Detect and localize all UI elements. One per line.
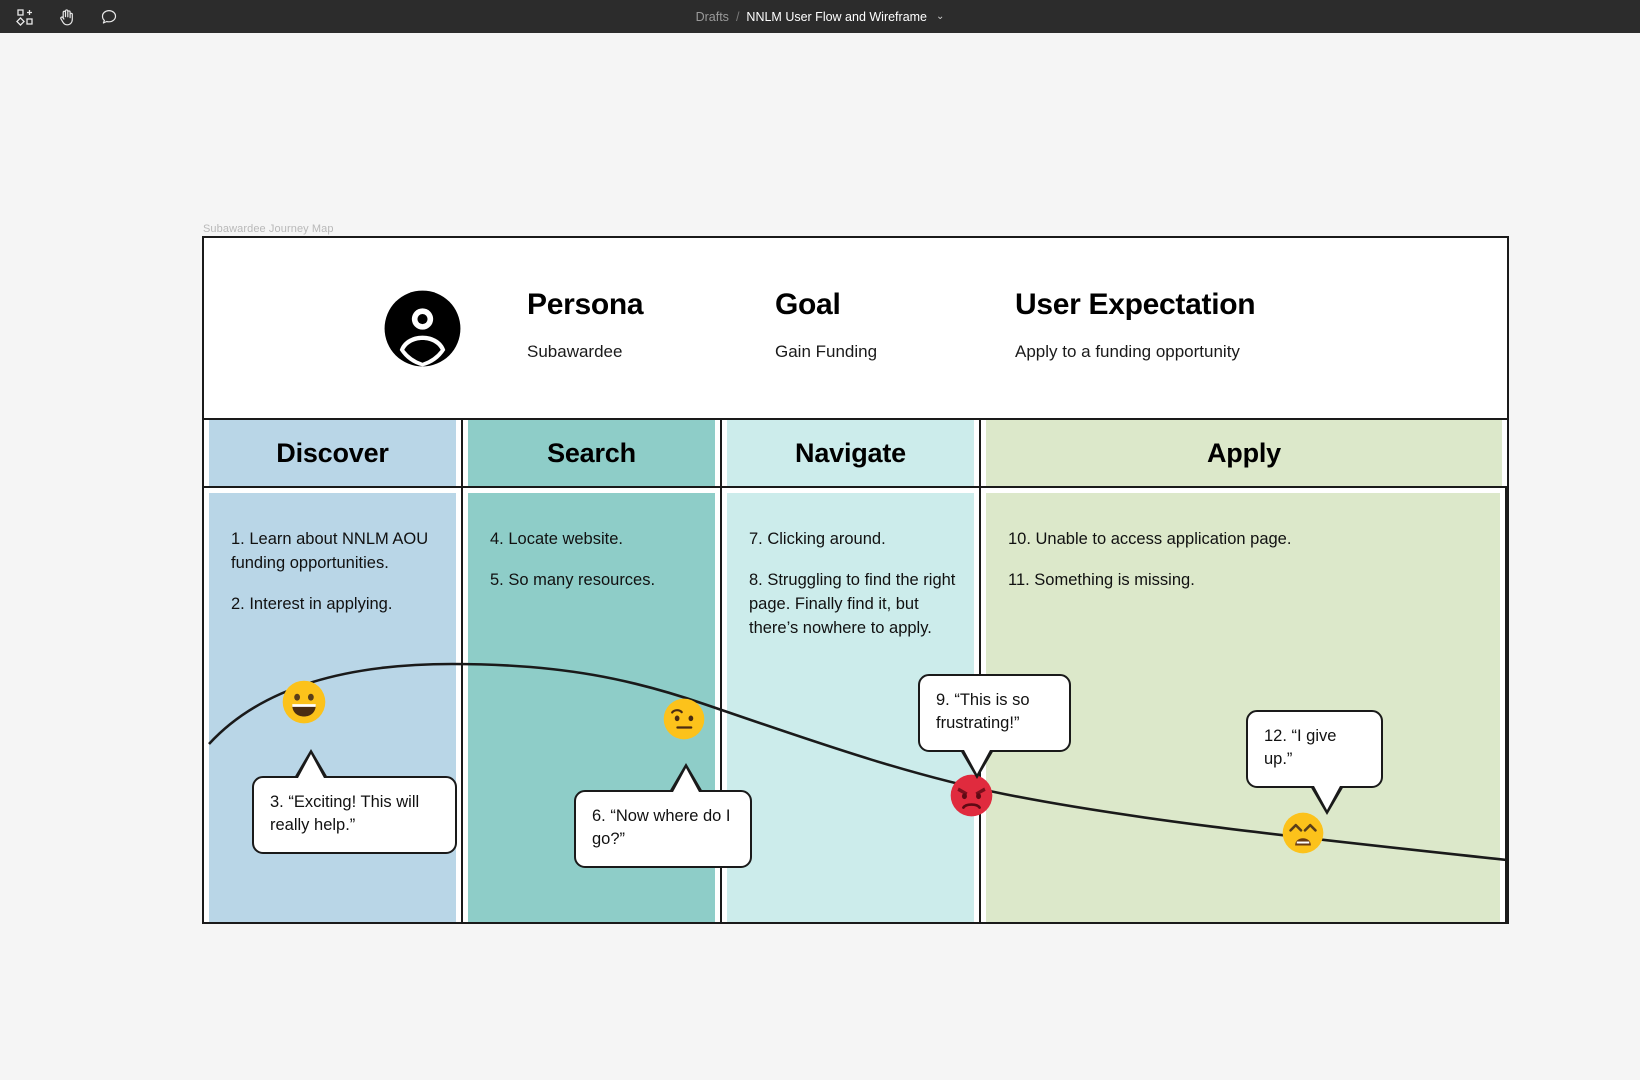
notes-apply: 10. Unable to access application page. 1… <box>981 488 1505 593</box>
stage-label-navigate: Navigate <box>795 437 906 468</box>
persona-value: Subawardee <box>527 342 623 361</box>
notes-discover: 1. Learn about NNLM AOU funding opportun… <box>204 488 461 617</box>
persona-title: Persona <box>527 288 644 321</box>
frame-label[interactable]: Subawardee Journey Map <box>203 223 334 235</box>
hand-tool-icon[interactable] <box>56 6 78 28</box>
quote-text: 12. “I give up.” <box>1264 727 1337 769</box>
bubble-tail-fill <box>964 749 990 774</box>
user-avatar-icon <box>384 290 461 366</box>
design-canvas[interactable]: Subawardee Journey Map Persona Subawarde… <box>0 33 1640 1080</box>
chevron-down-icon[interactable]: ⌄ <box>936 11 945 22</box>
stage-body-row: 1. Learn about NNLM AOU funding opportun… <box>204 488 1507 922</box>
stage-color-apply <box>986 420 1502 486</box>
bubble-tail-fill <box>673 768 699 792</box>
note-item: 7. Clicking around. <box>749 530 886 548</box>
stage-header-search[interactable]: Search <box>463 420 722 486</box>
quote-bubble-discover[interactable]: 3. “Exciting! This will really help.” <box>252 749 457 854</box>
goal-value: Gain Funding <box>775 342 878 361</box>
stage-header-navigate[interactable]: Navigate <box>722 420 981 486</box>
pouting-face-emoji <box>950 774 993 817</box>
stage-color-navigate <box>727 420 974 486</box>
app-toolbar: Drafts / NNLM User Flow and Wireframe ⌄ <box>0 0 1640 33</box>
breadcrumb-separator: / <box>735 9 740 24</box>
user-expectation-block: User Expectation Apply to a funding oppo… <box>1015 288 1256 362</box>
quote-bubble-navigate[interactable]: 9. “This is so frustrating!” <box>918 674 1071 779</box>
quote-text: 3. “Exciting! This will really help.” <box>270 793 420 835</box>
quote-bubble-search[interactable]: 6. “Now where do I go?” <box>574 763 752 868</box>
note-item: 1. Learn about NNLM AOU funding opportun… <box>231 530 429 572</box>
breadcrumb-parent[interactable]: Drafts <box>695 9 729 24</box>
stage-color-discover <box>209 420 456 486</box>
components-icon[interactable] <box>14 6 36 28</box>
user-expectation-title: User Expectation <box>1015 288 1256 321</box>
quote-bubble-apply[interactable]: 12. “I give up.” <box>1246 710 1383 815</box>
note-item: 4. Locate website. <box>490 530 623 548</box>
journey-map-frame[interactable]: Persona Subawardee Goal Gain Funding Use… <box>202 236 1509 924</box>
note-item: 2. Interest in applying. <box>231 594 393 613</box>
quote-text: 9. “This is so frustrating!” <box>936 691 1030 733</box>
toolbar-tools <box>14 6 120 28</box>
raised-eyebrow-face-emoji <box>663 698 705 740</box>
stage-label-apply: Apply <box>1206 437 1281 468</box>
note-item: 8. Struggling to find the right page. Fi… <box>749 570 956 637</box>
bubble-tail-fill <box>1314 785 1340 810</box>
persona-header-row: Persona Subawardee Goal Gain Funding Use… <box>204 238 1507 420</box>
stage-label-search: Search <box>547 437 636 468</box>
stage-header-row: Discover Search Navigate Apply <box>204 420 1507 488</box>
bubble-tail-fill <box>298 754 324 778</box>
goal-block: Goal Gain Funding <box>775 288 877 362</box>
breadcrumb: Drafts / NNLM User Flow and Wireframe ⌄ <box>0 10 1640 24</box>
persona-block: Persona Subawardee <box>527 288 644 362</box>
note-item: 5. So many resources. <box>490 570 656 589</box>
grinning-face-emoji <box>282 680 326 724</box>
stage-header-discover[interactable]: Discover <box>204 420 463 486</box>
comment-icon[interactable] <box>98 6 120 28</box>
weary-face-emoji <box>1282 812 1324 854</box>
quote-text: 6. “Now where do I go?” <box>592 807 731 849</box>
stage-column-discover[interactable]: 1. Learn about NNLM AOU funding opportun… <box>204 488 463 922</box>
stage-label-discover: Discover <box>276 437 389 468</box>
stage-color-search <box>468 420 715 486</box>
goal-title: Goal <box>775 288 841 321</box>
stage-header-apply[interactable]: Apply <box>981 420 1507 486</box>
user-expectation-value: Apply to a funding opportunity <box>1015 342 1240 361</box>
notes-navigate: 7. Clicking around. 8. Struggling to fin… <box>722 488 979 641</box>
notes-search: 4. Locate website. 5. So many resources. <box>463 488 720 593</box>
note-item: 11. Something is missing. <box>1008 570 1195 589</box>
note-item: 10. Unable to access application page. <box>1008 530 1292 548</box>
breadcrumb-file-name[interactable]: NNLM User Flow and Wireframe <box>746 9 928 24</box>
